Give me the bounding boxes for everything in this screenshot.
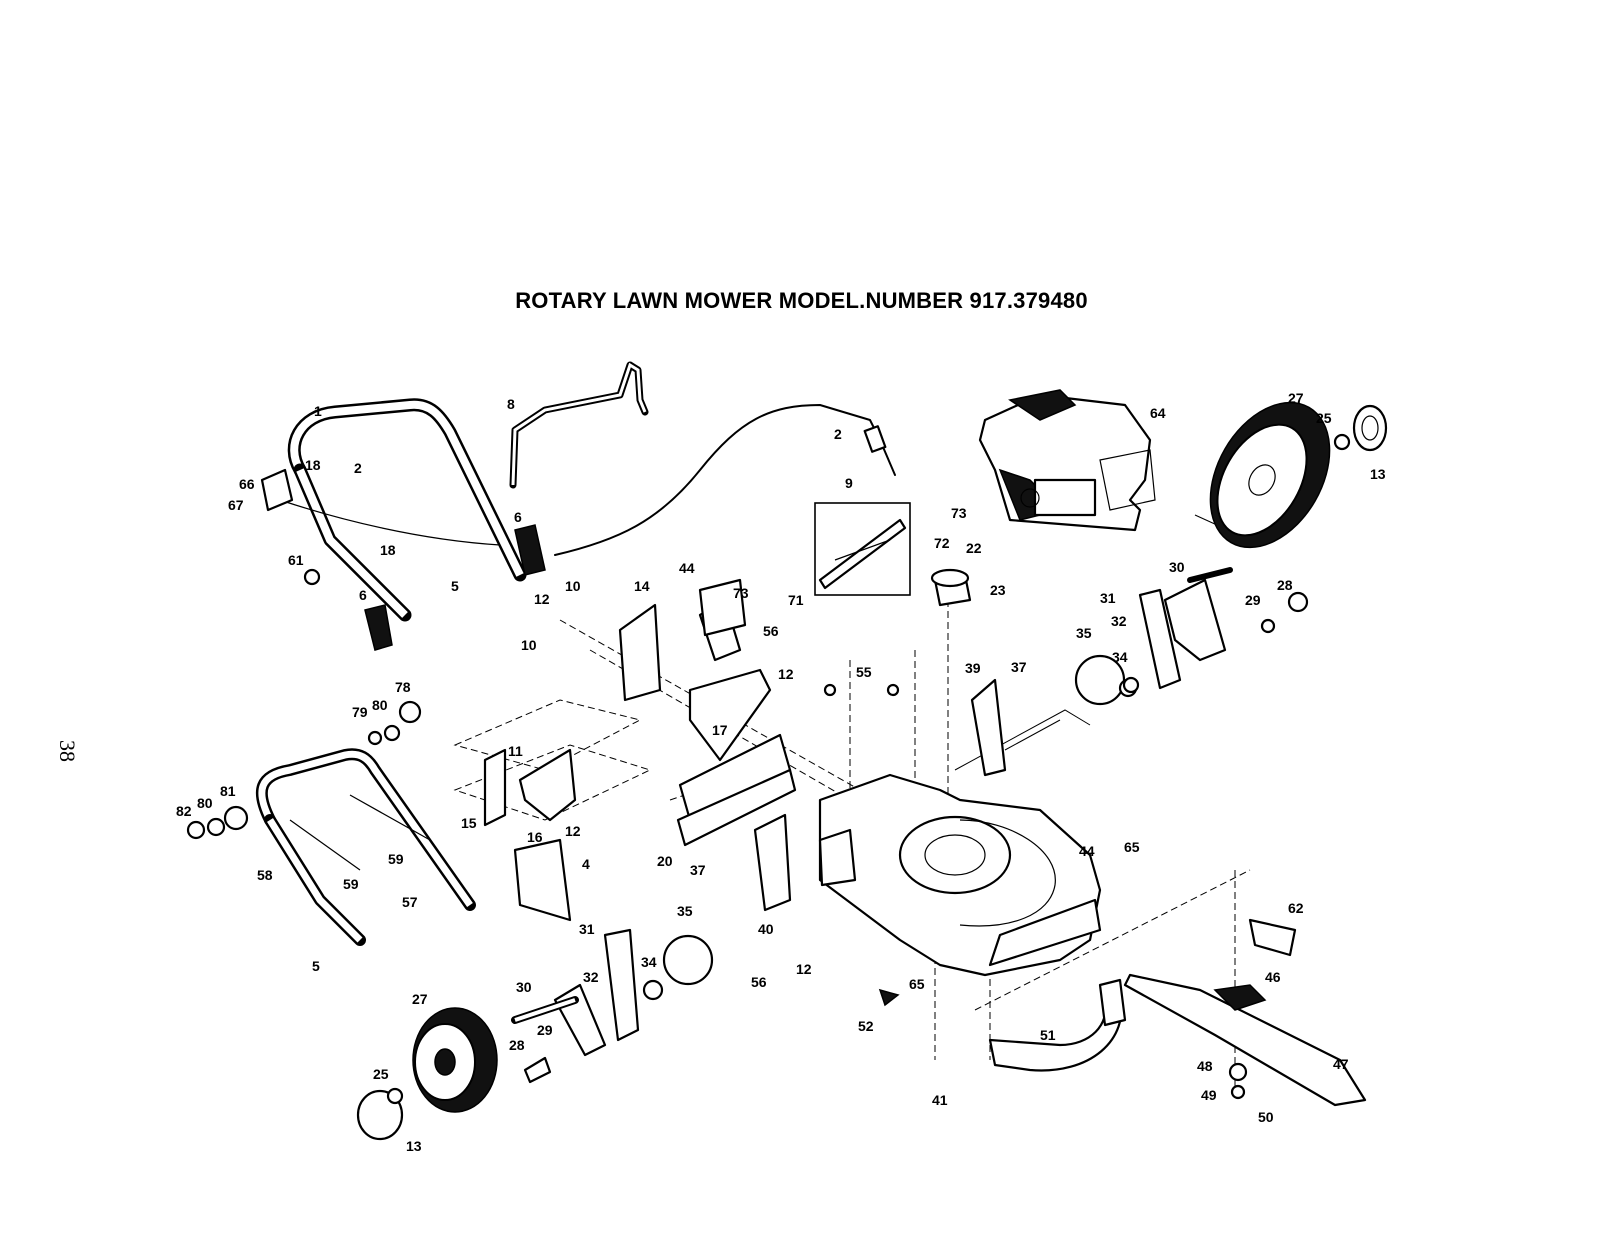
callout-35: 35 (677, 903, 693, 919)
callout-15: 15 (461, 815, 477, 831)
callout-35: 35 (1076, 625, 1092, 641)
callout-31: 31 (1100, 590, 1116, 606)
callout-82: 82 (176, 803, 192, 819)
callout-10: 10 (521, 637, 537, 653)
callout-27: 27 (412, 991, 428, 1007)
callout-73: 73 (733, 585, 749, 601)
callout-51: 51 (1040, 1027, 1056, 1043)
callout-37: 37 (1011, 659, 1027, 675)
callout-44: 44 (1079, 843, 1095, 859)
callout-78: 78 (395, 679, 411, 695)
callout-13: 13 (406, 1138, 422, 1154)
callout-46: 46 (1265, 969, 1281, 985)
hubcap-top (1335, 406, 1386, 450)
callout-25: 25 (1316, 410, 1332, 426)
callout-67: 67 (228, 497, 244, 513)
callout-66: 66 (239, 476, 255, 492)
callout-52: 52 (858, 1018, 874, 1034)
callout-2: 2 (834, 426, 842, 442)
callout-40: 40 (758, 921, 774, 937)
callout-34: 34 (1112, 649, 1128, 665)
callout-12: 12 (565, 823, 581, 839)
callout-5: 5 (451, 578, 459, 594)
callout-18: 18 (380, 542, 396, 558)
callout-81: 81 (220, 783, 236, 799)
callout-65: 65 (909, 976, 925, 992)
callout-57: 57 (402, 894, 418, 910)
callout-18: 18 (305, 457, 321, 473)
callout-2: 2 (354, 460, 362, 476)
callout-9: 9 (845, 475, 853, 491)
callout-39: 39 (965, 660, 981, 676)
callout-14: 14 (634, 578, 650, 594)
callout-29: 29 (537, 1022, 553, 1038)
callout-32: 32 (583, 969, 599, 985)
grass-catcher-handle (262, 754, 470, 940)
callout-65: 65 (1124, 839, 1140, 855)
callout-58: 58 (257, 867, 273, 883)
callout-59: 59 (388, 851, 404, 867)
callout-44: 44 (679, 560, 695, 576)
callout-12: 12 (796, 961, 812, 977)
callout-56: 56 (763, 623, 779, 639)
callout-8: 8 (507, 396, 515, 412)
callout-12: 12 (778, 666, 794, 682)
callout-49: 49 (1201, 1087, 1217, 1103)
callout-80: 80 (372, 697, 388, 713)
control-panel-box (815, 503, 910, 595)
callout-29: 29 (1245, 592, 1261, 608)
engine (980, 390, 1155, 530)
callout-47: 47 (1333, 1056, 1349, 1072)
callout-50: 50 (1258, 1109, 1274, 1125)
callout-71: 71 (788, 592, 804, 608)
callout-1: 1 (314, 403, 322, 419)
throttle-cable (555, 405, 895, 555)
callout-16: 16 (527, 829, 543, 845)
callout-64: 64 (1150, 405, 1166, 421)
callout-20: 20 (657, 853, 673, 869)
callout-32: 32 (1111, 613, 1127, 629)
callout-5: 5 (312, 958, 320, 974)
callout-61: 61 (288, 552, 304, 568)
callout-80: 80 (197, 795, 213, 811)
callout-25: 25 (373, 1066, 389, 1082)
callout-6: 6 (359, 587, 367, 603)
callout-79: 79 (352, 704, 368, 720)
callout-11: 11 (508, 743, 523, 759)
callout-28: 28 (1277, 577, 1293, 593)
callout-30: 30 (516, 979, 532, 995)
callout-28: 28 (509, 1037, 525, 1053)
callout-56: 56 (751, 974, 767, 990)
callout-34: 34 (641, 954, 657, 970)
control-bar (513, 365, 645, 485)
callout-48: 48 (1197, 1058, 1213, 1074)
callout-12: 12 (534, 591, 550, 607)
callout-59: 59 (343, 876, 359, 892)
callout-30: 30 (1169, 559, 1185, 575)
callout-62: 62 (1288, 900, 1304, 916)
callout-27: 27 (1288, 390, 1304, 406)
callout-22: 22 (966, 540, 982, 556)
callout-72: 72 (934, 535, 950, 551)
callout-37: 37 (690, 862, 706, 878)
callout-73: 73 (951, 505, 967, 521)
mower-deck (820, 775, 1100, 975)
callout-41: 41 (932, 1092, 948, 1108)
callout-6: 6 (514, 509, 522, 525)
callout-10: 10 (565, 578, 581, 594)
callout-13: 13 (1370, 466, 1386, 482)
callout-55: 55 (856, 664, 872, 680)
callout-23: 23 (990, 582, 1006, 598)
callout-4: 4 (582, 856, 590, 872)
callout-17: 17 (712, 722, 728, 738)
callout-31: 31 (579, 921, 595, 937)
